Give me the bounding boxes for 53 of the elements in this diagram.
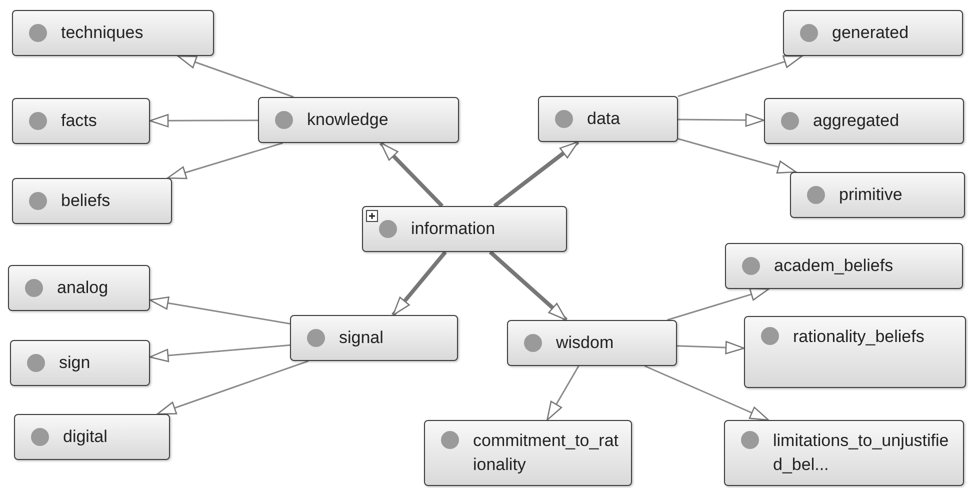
class-name: analog <box>57 277 108 299</box>
class-box <box>790 172 965 218</box>
class-box <box>783 10 963 56</box>
arrow <box>149 114 258 128</box>
class-name: academ_beliefs <box>774 255 894 277</box>
class-box <box>258 97 459 143</box>
class-name: aggregated <box>813 110 900 132</box>
class-name: facts <box>61 110 97 132</box>
class-name: primitive <box>839 184 902 206</box>
arrow <box>488 250 568 322</box>
class-box <box>507 320 677 366</box>
class-box <box>725 243 963 289</box>
arrow <box>493 140 580 208</box>
class-box <box>724 420 964 486</box>
class-name: beliefs <box>61 190 110 212</box>
class-name: rationality_beliefs <box>793 326 924 348</box>
arrow <box>546 366 580 421</box>
class-box <box>744 316 966 388</box>
arrow <box>149 344 290 362</box>
class-box <box>12 98 150 144</box>
class-name: digital <box>63 426 108 448</box>
class-box <box>8 265 150 311</box>
class-name: generated <box>832 22 909 44</box>
arrow <box>678 138 797 174</box>
arrow <box>167 142 284 180</box>
arrow <box>149 296 290 324</box>
class-name: data <box>587 108 620 130</box>
class-name: signal <box>339 327 384 349</box>
arrow <box>379 142 444 208</box>
class-box <box>424 420 632 486</box>
class-box <box>14 414 170 460</box>
class-box <box>362 206 567 252</box>
class-box <box>12 178 172 224</box>
arrow <box>678 55 803 97</box>
class-box <box>538 96 678 142</box>
arrow <box>676 340 745 354</box>
arrow <box>156 360 309 415</box>
arrow <box>644 365 770 421</box>
class-box <box>10 340 150 386</box>
class-name: sign <box>59 352 90 374</box>
class-name: information <box>411 218 496 240</box>
class-name: limitations_to_unjustified_bel... <box>773 430 950 476</box>
class-name: wisdom <box>556 332 614 354</box>
arrow <box>678 113 765 127</box>
arrow <box>667 288 770 321</box>
class-box <box>12 10 214 56</box>
class-name: knowledge <box>307 109 388 131</box>
class-name: commitment_to_rationality <box>473 430 620 476</box>
class-name: techniques <box>61 22 144 44</box>
class-box <box>290 315 458 361</box>
arrow <box>392 250 447 316</box>
arrow <box>177 55 294 98</box>
class-box <box>764 98 964 144</box>
